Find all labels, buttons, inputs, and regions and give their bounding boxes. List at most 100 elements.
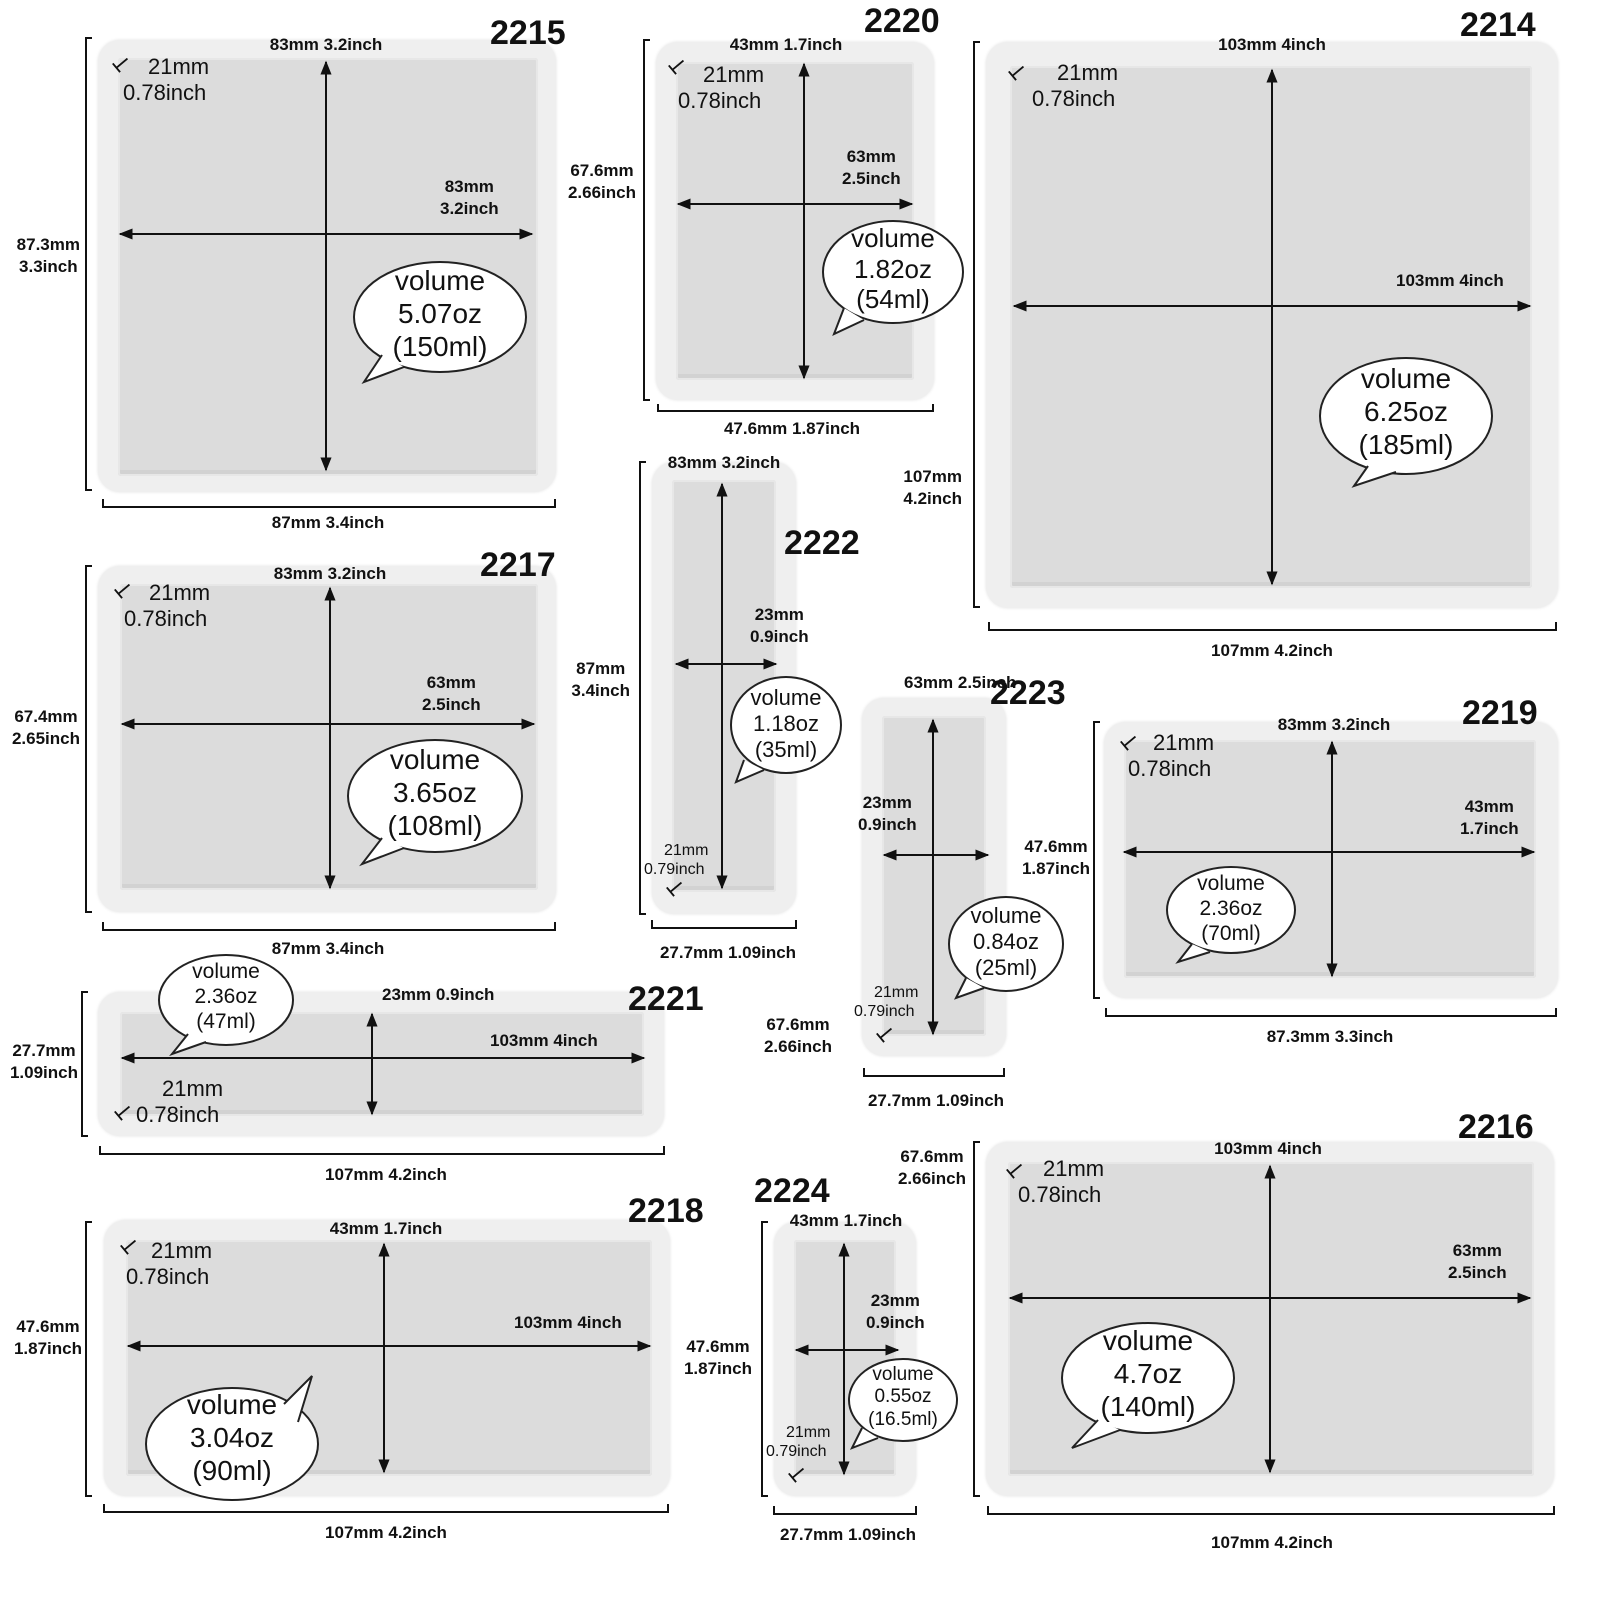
bracket-bottom <box>863 1068 1005 1077</box>
bracket-left <box>85 565 92 913</box>
mold-code: 2221 <box>628 980 704 1018</box>
bottom-width-label: 107mm 4.2inch <box>325 1165 447 1184</box>
bracket-left <box>1093 721 1100 999</box>
mold-code: 2214 <box>1460 6 1536 44</box>
bracket-left <box>639 461 646 915</box>
mold-cavity <box>676 62 914 380</box>
bracket-left <box>85 37 92 491</box>
bracket-bottom <box>102 499 556 508</box>
mold-code: 2218 <box>628 1192 704 1230</box>
bottom-width-label: 107mm 4.2inch <box>1211 641 1333 660</box>
bottom-width-label: 27.7mm 1.09inch <box>659 943 797 962</box>
top-width-label: 103mm 4inch <box>1218 35 1326 54</box>
bottom-width-label: 47.6mm 1.87inch <box>723 419 861 438</box>
bracket-bottom <box>987 1506 1555 1515</box>
mold-code: 2215 <box>490 14 566 52</box>
bottom-width-label: 107mm 4.2inch <box>1211 1533 1333 1552</box>
bracket-bottom <box>102 922 556 931</box>
bottom-width-label: 27.7mm 1.09inch <box>867 1091 1005 1110</box>
top-width-label: 43mm 1.7inch <box>329 1219 443 1238</box>
inner-width-label: 103mm 4inch <box>1396 271 1504 290</box>
bracket-left <box>973 41 980 608</box>
bracket-bottom <box>773 1506 917 1515</box>
mold-code: 2216 <box>1458 1108 1534 1146</box>
top-width-label: 23mm 0.9inch <box>382 985 495 1004</box>
bracket-left <box>761 1221 768 1497</box>
bracket-bottom <box>657 404 934 412</box>
bracket-left <box>643 39 650 401</box>
bottom-width-label: 87mm 3.4inch <box>271 513 385 532</box>
bracket-bottom <box>988 622 1557 631</box>
mold-code: 2222 <box>784 524 860 562</box>
bracket-bottom <box>99 1146 665 1155</box>
bracket-bottom <box>1105 1008 1557 1017</box>
bracket-left <box>973 1141 980 1497</box>
mold-code: 2223 <box>990 674 1066 712</box>
bracket-left <box>81 991 88 1137</box>
inner-width-label: 103mm 4inch <box>490 1031 598 1050</box>
bracket-bottom <box>651 920 797 929</box>
mold-code: 2219 <box>1462 694 1538 732</box>
top-width-label: 103mm 4inch <box>1214 1139 1322 1158</box>
top-width-label: 83mm 3.2inch <box>273 564 387 583</box>
top-width-label: 83mm 3.2inch <box>269 35 383 54</box>
bottom-width-label: 87mm 3.4inch <box>271 939 385 958</box>
mold-code: 2224 <box>754 1172 830 1210</box>
top-width-label: 83mm 3.2inch <box>1277 715 1391 734</box>
top-width-label: 43mm 1.7inch <box>789 1211 903 1230</box>
mold-code: 2220 <box>864 2 940 40</box>
mold-code: 2217 <box>480 546 556 584</box>
top-width-label: 43mm 1.7inch <box>729 35 843 54</box>
bracket-bottom <box>103 1504 669 1513</box>
inner-width-label: 103mm 4inch <box>514 1313 622 1332</box>
bottom-width-label: 87.3mm 3.3inch <box>1266 1027 1394 1046</box>
bottom-width-label: 27.7mm 1.09inch <box>779 1525 917 1544</box>
bracket-left <box>85 1221 92 1497</box>
top-width-label: 63mm 2.5inch <box>904 673 1017 692</box>
top-width-label: 83mm 3.2inch <box>667 453 781 472</box>
bottom-width-label: 107mm 4.2inch <box>325 1523 447 1542</box>
